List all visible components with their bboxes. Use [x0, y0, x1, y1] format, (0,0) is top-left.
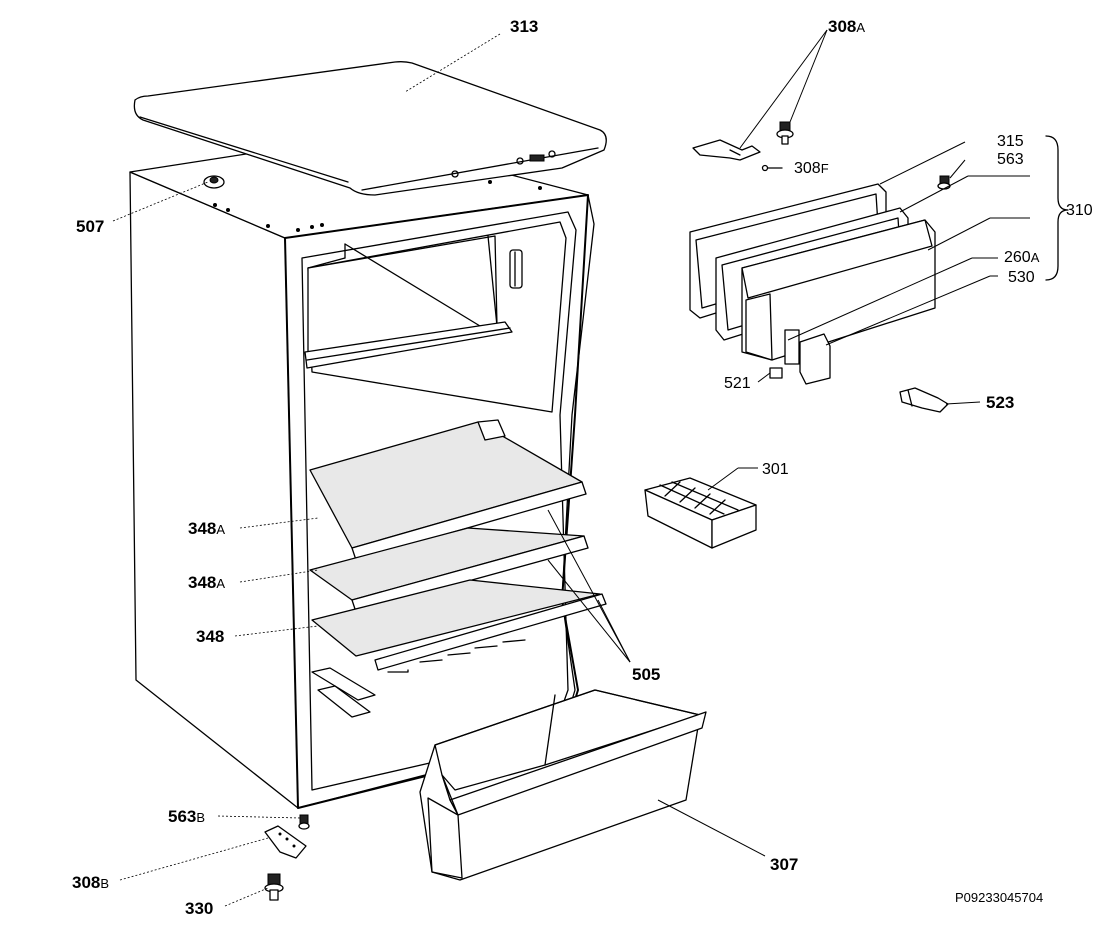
label-310: 310 [1066, 202, 1093, 219]
part-530-handle [784, 329, 831, 385]
part-563-screw [937, 175, 951, 190]
label-521: 521 [724, 375, 751, 392]
label-505: 505 [632, 665, 660, 684]
ice-cube-tray [644, 477, 757, 549]
part-308f-screw [761, 164, 783, 172]
label-308b: 308B [72, 873, 109, 892]
label-308a: 308A [828, 17, 865, 36]
part-507-button [203, 175, 225, 189]
part-308a-pin [776, 121, 794, 145]
label-348a-middle: 348A [188, 573, 225, 592]
callout-labels: 313 308A 308F 507 315 563 310 260A 530 5… [72, 17, 1093, 918]
label-563b: 563B [168, 807, 205, 826]
label-308f: 308F [794, 160, 829, 177]
freezer-door-assembly [689, 183, 936, 361]
label-348: 348 [196, 627, 224, 646]
label-260a: 260A [1004, 249, 1040, 266]
part-523-plug [899, 387, 949, 413]
part-330-foot [264, 873, 284, 901]
label-315: 315 [997, 133, 1024, 150]
part-521-clip [769, 367, 783, 379]
label-330: 330 [185, 899, 213, 918]
shelf-top [309, 419, 587, 561]
part-308b-hinge [264, 825, 307, 859]
reference-code: P09233045704 [955, 890, 1043, 905]
door-bin [419, 689, 707, 881]
label-507: 507 [76, 217, 104, 236]
part-563b-screw [298, 814, 310, 830]
label-301: 301 [762, 461, 789, 478]
label-530: 530 [1008, 269, 1035, 286]
label-523: 523 [986, 393, 1014, 412]
shelf-middle [309, 527, 589, 613]
label-563: 563 [997, 151, 1024, 168]
leader-lines [112, 29, 1069, 907]
label-307: 307 [770, 855, 798, 874]
label-348a-top: 348A [188, 519, 225, 538]
part-308a-hinge [692, 139, 761, 161]
label-313: 313 [510, 17, 538, 36]
shelf-bottom [311, 579, 607, 671]
worktop [133, 61, 607, 196]
